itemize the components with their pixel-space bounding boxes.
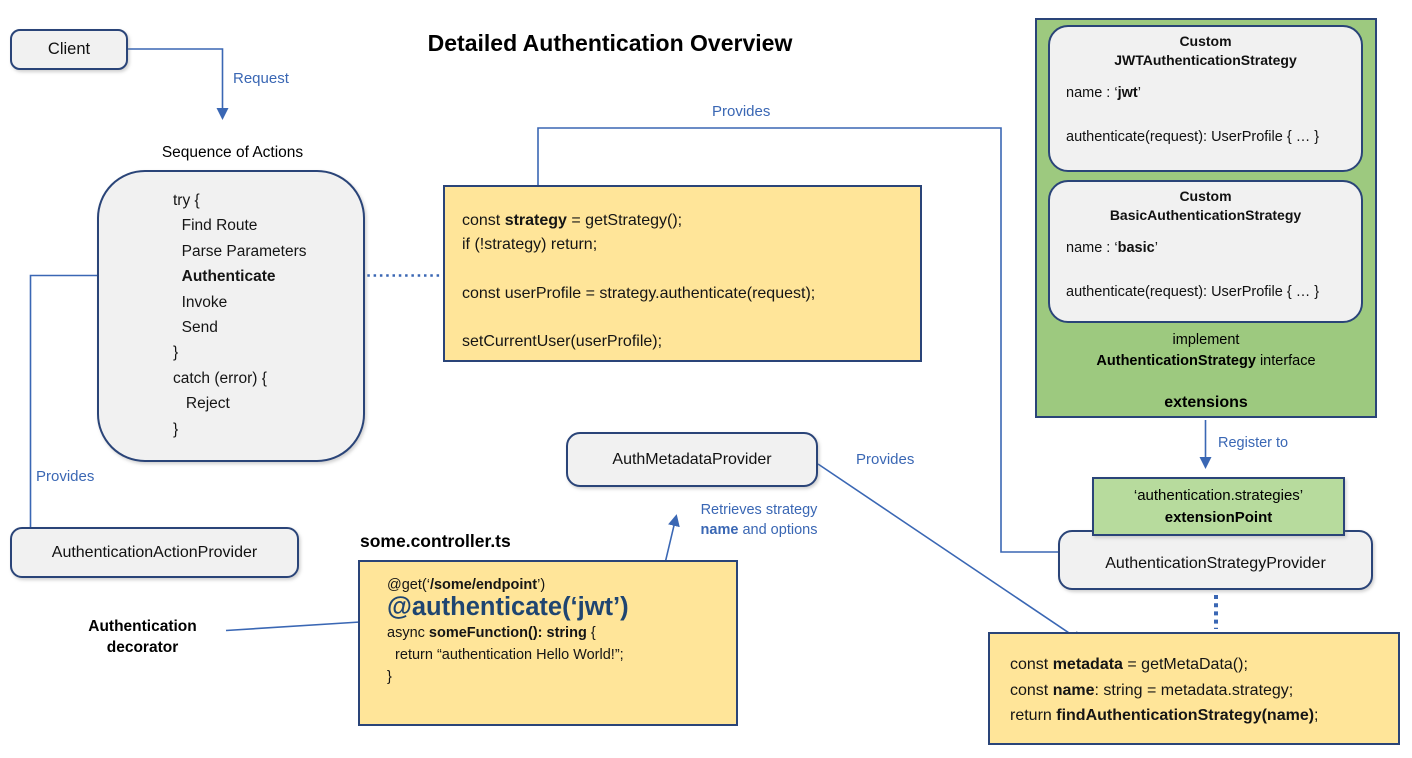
extension-point-name: ‘authentication.strategies’ — [1133, 487, 1304, 504]
basic-strategy-box: Custom BasicAuthenticationStrategy name … — [1048, 180, 1363, 323]
sequence-title: Sequence of Actions — [161, 144, 304, 161]
jwt-title-line1: Custom — [1179, 33, 1232, 49]
code-line: Invoke — [173, 293, 228, 311]
auth-metadata-provider-box: AuthMetadataProvider — [566, 432, 818, 487]
provides-top-label: Provides — [712, 103, 771, 120]
code-line — [462, 258, 920, 282]
code-line: name : ‘jwt’ — [1066, 85, 1141, 101]
client-label: Client — [47, 40, 91, 58]
code-line: try { — [173, 192, 200, 209]
code-line: Parse Parameters — [173, 242, 307, 260]
extension-point-type: extensionPoint — [1164, 509, 1273, 526]
action-code-box: const strategy = getStrategy(); if (!stra… — [443, 185, 922, 362]
code-line: @authenticate(‘jwt’) — [387, 593, 629, 621]
basic-strategy-method: authenticate(request): UserProfile { … } — [1066, 284, 1320, 300]
authentication-action-provider-label: AuthenticationActionProvider — [51, 543, 258, 561]
code-line: decorator — [106, 639, 179, 656]
code-line: catch (error) { — [173, 369, 267, 387]
provides-mid-label: Provides — [856, 451, 915, 468]
controller-code-box: @get(‘/some/endpoint’)@authenticate(‘jwt… — [358, 560, 738, 726]
code-line: Authenticate — [181, 268, 276, 286]
code-line: setCurrentUser(userProfile); — [462, 333, 663, 351]
code-line — [462, 306, 920, 330]
basic-strategy-name: name : ‘basic’ — [1050, 238, 1361, 258]
code-line: return findAuthenticationStrategy(name); — [1010, 707, 1319, 724]
page-title: Detailed Authentication Overview — [427, 30, 793, 56]
provides-left-label: Provides — [36, 468, 95, 485]
auth-metadata-provider-label: AuthMetadataProvider — [612, 450, 772, 468]
authentication-strategy-provider-box: AuthenticationStrategyProvider — [1058, 530, 1373, 590]
extension-point-box: ‘authentication.strategies’ extensionPoi… — [1092, 477, 1345, 536]
code-line: const name: string = metadata.strategy; — [1010, 681, 1294, 699]
retrieves-strategy-label: Retrieves strategy name and options — [686, 501, 832, 540]
action-code-lines: const strategy = getStrategy(); if (!stra… — [445, 187, 920, 355]
jwt-title-line2: JWTAuthenticationStrategy — [1114, 52, 1297, 68]
code-line: name : ‘basic’ — [1066, 240, 1158, 256]
jwt-strategy-title: Custom JWTAuthenticationStrategy — [1050, 27, 1361, 70]
decorator-label: Authentication decorator — [60, 616, 225, 658]
decorator-arrow — [225, 616, 371, 632]
code-line: implement — [1172, 332, 1240, 348]
basic-title-line1: Custom — [1179, 188, 1232, 204]
jwt-strategy-box: Custom JWTAuthenticationStrategy name : … — [1048, 25, 1363, 172]
sequence-code-lines: try { Find Route Parse Parameters Authen… — [99, 172, 307, 442]
jwt-strategy-name: name : ‘jwt’ — [1050, 83, 1361, 103]
client-box: Client — [10, 29, 128, 70]
metadata-provides-arrow — [817, 463, 1084, 643]
code-line: if (!strategy) return; — [462, 236, 598, 254]
strategy-code-lines: const metadata = getMetaData(); const nam… — [990, 634, 1398, 729]
strategy-code-box: const metadata = getMetaData(); const nam… — [988, 632, 1400, 745]
request-arrow — [128, 48, 229, 120]
basic-strategy-title: Custom BasicAuthenticationStrategy — [1050, 182, 1361, 225]
authentication-strategy-provider-label: AuthenticationStrategyProvider — [1105, 555, 1326, 572]
controller-filename: some.controller.ts — [360, 531, 511, 551]
authentication-action-provider-box: AuthenticationActionProvider — [10, 527, 299, 578]
code-line: } — [173, 344, 179, 362]
code-line: const metadata = getMetaData(); — [1010, 656, 1248, 673]
code-line: Reject — [173, 395, 230, 413]
code-line: Send — [173, 319, 218, 337]
code-line: name and options — [700, 521, 818, 538]
extensions-footer-label: extensions — [1164, 394, 1248, 411]
register-to-label: Register to — [1218, 435, 1289, 451]
code-line: AuthenticationStrategy interface — [1096, 352, 1316, 369]
code-line: } — [173, 420, 179, 438]
code-line: const strategy = getStrategy(); — [462, 212, 683, 229]
code-line: async someFunction(): string { — [387, 625, 596, 641]
sequence-box: try { Find Route Parse Parameters Authen… — [97, 170, 365, 462]
code-line: return “authentication Hello World!”; — [387, 647, 624, 663]
jwt-strategy-method: authenticate(request): UserProfile { … } — [1066, 129, 1320, 145]
code-line: } — [387, 669, 392, 685]
request-label: Request — [233, 70, 289, 87]
basic-title-line2: BasicAuthenticationStrategy — [1109, 207, 1302, 223]
code-line: Find Route — [173, 217, 258, 235]
code-line: const userProfile = strategy.authenticat… — [462, 284, 816, 302]
code-line: Authentication — [88, 618, 197, 635]
controller-code-lines: @get(‘/some/endpoint’)@authenticate(‘jwt… — [360, 562, 736, 688]
code-line: Retrieves strategy — [700, 502, 818, 518]
code-line: @get(‘/some/endpoint’) — [387, 577, 546, 593]
